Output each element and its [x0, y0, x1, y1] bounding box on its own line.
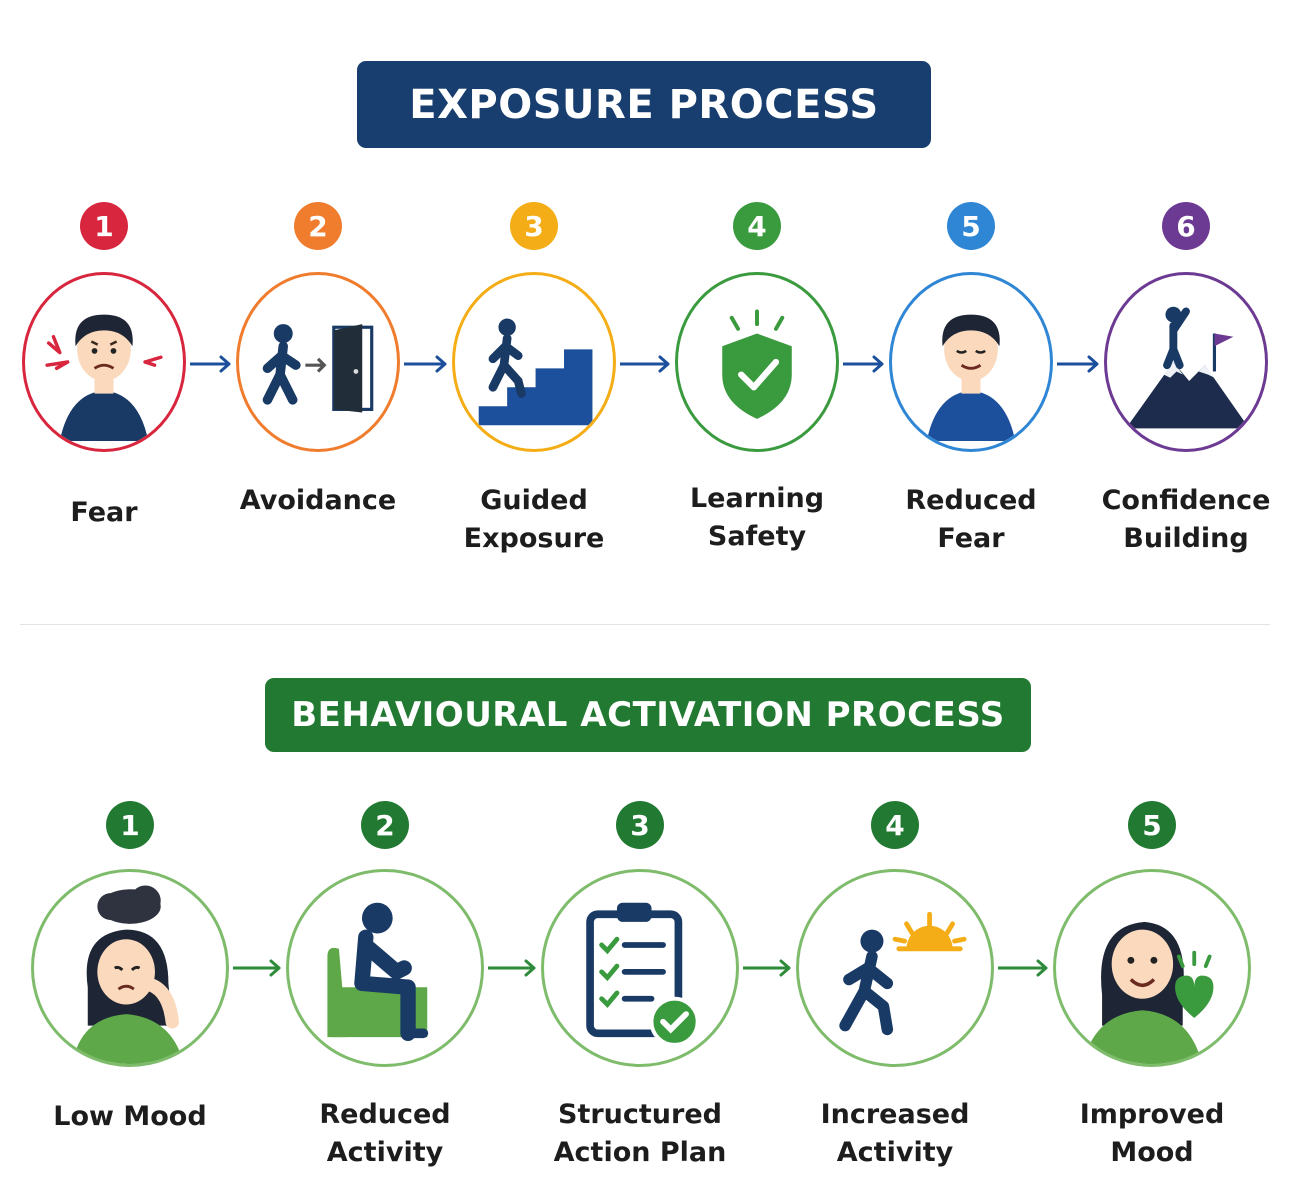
ba-arrow-icon	[486, 958, 537, 978]
ba-step-label: Increased Activity	[820, 1099, 970, 1168]
ba-step-number: 2	[361, 801, 409, 849]
exposure-title-banner: EXPOSURE PROCESS	[357, 61, 931, 148]
exposure-step-number: 2	[294, 202, 342, 250]
exposure-arrow-icon	[188, 354, 232, 374]
exposure-step-circle	[22, 272, 186, 452]
ba-arrow-icon	[231, 958, 282, 978]
exposure-step-label: Fear	[70, 497, 138, 528]
exposure-arrow-icon	[402, 354, 448, 374]
ba-step-label: Reduced Activity	[319, 1099, 451, 1168]
ba-step-label: Improved Mood	[1079, 1099, 1225, 1168]
ba-step-number: 5	[1128, 801, 1176, 849]
ba-arrow-icon	[741, 958, 792, 978]
ba-step-label: Structured Action Plan	[553, 1099, 727, 1168]
exposure-step-number: 5	[947, 202, 995, 250]
exposure-step-circle	[1104, 272, 1268, 452]
ba-step-number: 3	[616, 801, 664, 849]
ba-step-circle	[796, 869, 994, 1067]
exposure-step-number: 6	[1162, 202, 1210, 250]
ba-step-label: Low Mood	[53, 1101, 207, 1132]
ba-step-circle	[541, 869, 739, 1067]
exposure-step-number: 3	[510, 202, 558, 250]
exposure-step-label: Avoidance	[239, 485, 397, 516]
exposure-arrow-icon	[1055, 354, 1100, 374]
exposure-arrow-icon	[618, 354, 671, 374]
ba-arrow-icon	[996, 958, 1049, 978]
ba-title-banner: BEHAVIOURAL ACTIVATION PROCESS	[265, 678, 1031, 752]
exposure-step-label: Guided Exposure	[463, 485, 605, 554]
ba-step-circle	[1053, 869, 1251, 1067]
exposure-step-circle	[452, 272, 616, 452]
section-divider	[20, 624, 1270, 625]
exposure-step-number: 1	[80, 202, 128, 250]
ba-step-circle	[31, 869, 229, 1067]
ba-step-number: 4	[871, 801, 919, 849]
exposure-title: EXPOSURE PROCESS	[409, 81, 879, 128]
ba-step-circle	[286, 869, 484, 1067]
ba-step-number: 1	[106, 801, 154, 849]
exposure-step-label: Reduced Fear	[905, 485, 1037, 554]
exposure-step-label: Learning Safety	[689, 483, 825, 552]
exposure-arrow-icon	[841, 354, 885, 374]
exposure-step-label: Confidence Building	[1101, 485, 1271, 554]
exposure-step-number: 4	[733, 202, 781, 250]
exposure-step-circle	[675, 272, 839, 452]
ba-title: BEHAVIOURAL ACTIVATION PROCESS	[291, 695, 1005, 735]
exposure-step-circle	[236, 272, 400, 452]
exposure-step-circle	[889, 272, 1053, 452]
